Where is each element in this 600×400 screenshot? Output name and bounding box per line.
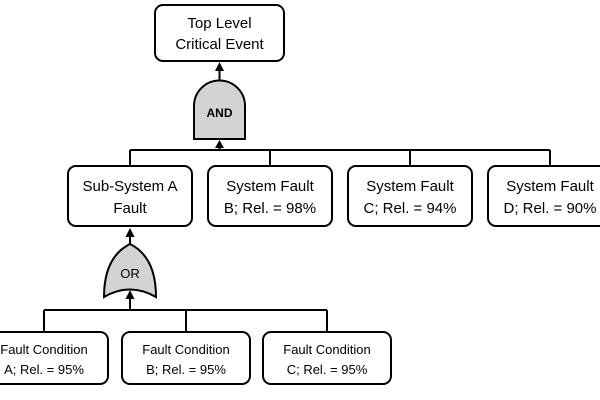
system-fault-b-line1: System Fault — [226, 178, 314, 195]
fault-condition-c-box — [262, 331, 392, 385]
and-gate: AND — [193, 79, 246, 140]
system-fault-c-line1: System Fault — [366, 178, 454, 195]
subsystem-a-line1: Sub-System A — [82, 178, 177, 195]
level2-node-1: Sub-System A Fault — [67, 165, 193, 227]
system-fault-c-line2: C; Rel. = 94% — [364, 200, 457, 217]
fault-condition-a-box — [0, 331, 109, 385]
fault-condition-b-box — [121, 331, 251, 385]
level2-node-3: System Fault C; Rel. = 94% — [347, 165, 473, 227]
or-gate: OR — [102, 242, 158, 299]
bus-to-and-arrowhead — [215, 140, 224, 148]
or-to-subsystem-arrowhead — [125, 228, 135, 237]
top-event-box — [154, 4, 285, 62]
level2-node-4: System Fault D; Rel. = 90% — [487, 165, 600, 227]
system-fault-b-box — [207, 165, 333, 227]
level3-node-1: Fault Condition A; Rel. = 95% — [0, 331, 109, 385]
and-gate-shape — [193, 79, 246, 140]
system-fault-d-line2: D; Rel. = 90% — [504, 200, 597, 217]
fault-condition-a-line2: A; Rel. = 95% — [4, 362, 84, 377]
system-fault-d-line1: System Fault — [506, 178, 594, 195]
fault-condition-a-line1: Fault Condition — [0, 342, 87, 357]
level2-node-2: System Fault B; Rel. = 98% — [207, 165, 333, 227]
subsystem-a-box — [67, 165, 193, 227]
top-event-line2: Critical Event — [175, 36, 264, 53]
top-event-line1: Top Level — [187, 15, 251, 32]
system-fault-c-box — [347, 165, 473, 227]
fault-condition-b-line1: Fault Condition — [142, 342, 229, 357]
subsystem-a-line2: Fault — [113, 200, 147, 217]
and-to-top-arrowhead — [215, 62, 224, 71]
top-event-node: Top Level Critical Event — [154, 4, 285, 62]
bus-to-or-arrowhead — [125, 290, 135, 299]
system-fault-d-box — [487, 165, 600, 227]
level3-node-3: Fault Condition C; Rel. = 95% — [262, 331, 392, 385]
or-gate-label: OR — [120, 266, 140, 281]
fault-condition-c-line1: Fault Condition — [283, 342, 370, 357]
system-fault-b-line2: B; Rel. = 98% — [224, 200, 316, 217]
fault-condition-c-line2: C; Rel. = 95% — [287, 362, 368, 377]
fault-condition-b-line2: B; Rel. = 95% — [146, 362, 226, 377]
level3-node-2: Fault Condition B; Rel. = 95% — [121, 331, 251, 385]
or-gate-shape — [102, 242, 158, 299]
and-gate-label: AND — [207, 106, 233, 120]
